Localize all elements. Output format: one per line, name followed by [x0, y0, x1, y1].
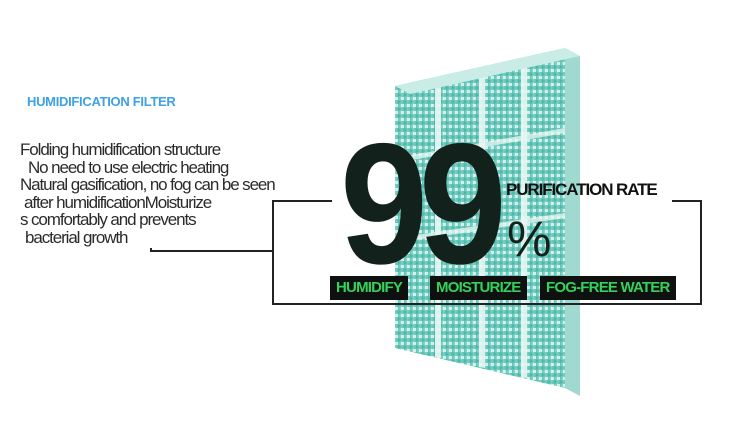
connector-line: [150, 250, 274, 252]
description-line: No need to use electric heating: [28, 157, 229, 177]
badge-moisturize: MOISTURIZE: [430, 276, 527, 300]
description-line: Folding humidification structure: [20, 140, 221, 159]
section-title: HUMIDIFICATION FILTER: [27, 94, 176, 109]
badge-fog-free-water: FOG-FREE WATER: [540, 276, 676, 300]
connector-line: [700, 200, 702, 305]
connector-line: [672, 200, 702, 202]
description-line: s comfortably and prevents: [20, 210, 197, 229]
connector-line: [272, 303, 702, 305]
percent-sign: %: [507, 211, 552, 267]
description-line: bacterial growth: [25, 227, 129, 247]
purification-rate-label: PURIFICATION RATE: [506, 180, 658, 199]
description-line: Natural gasification, no fog can be seen: [20, 175, 276, 194]
badge-humidify: HUMIDIFY: [330, 276, 409, 300]
connector-line: [272, 200, 332, 202]
connector-line: [272, 200, 274, 305]
feature-description: Folding humidification structure No need…: [20, 141, 320, 246]
description-line: after humidificationMoisturize: [24, 192, 212, 212]
purification-value: 99: [340, 108, 507, 300]
